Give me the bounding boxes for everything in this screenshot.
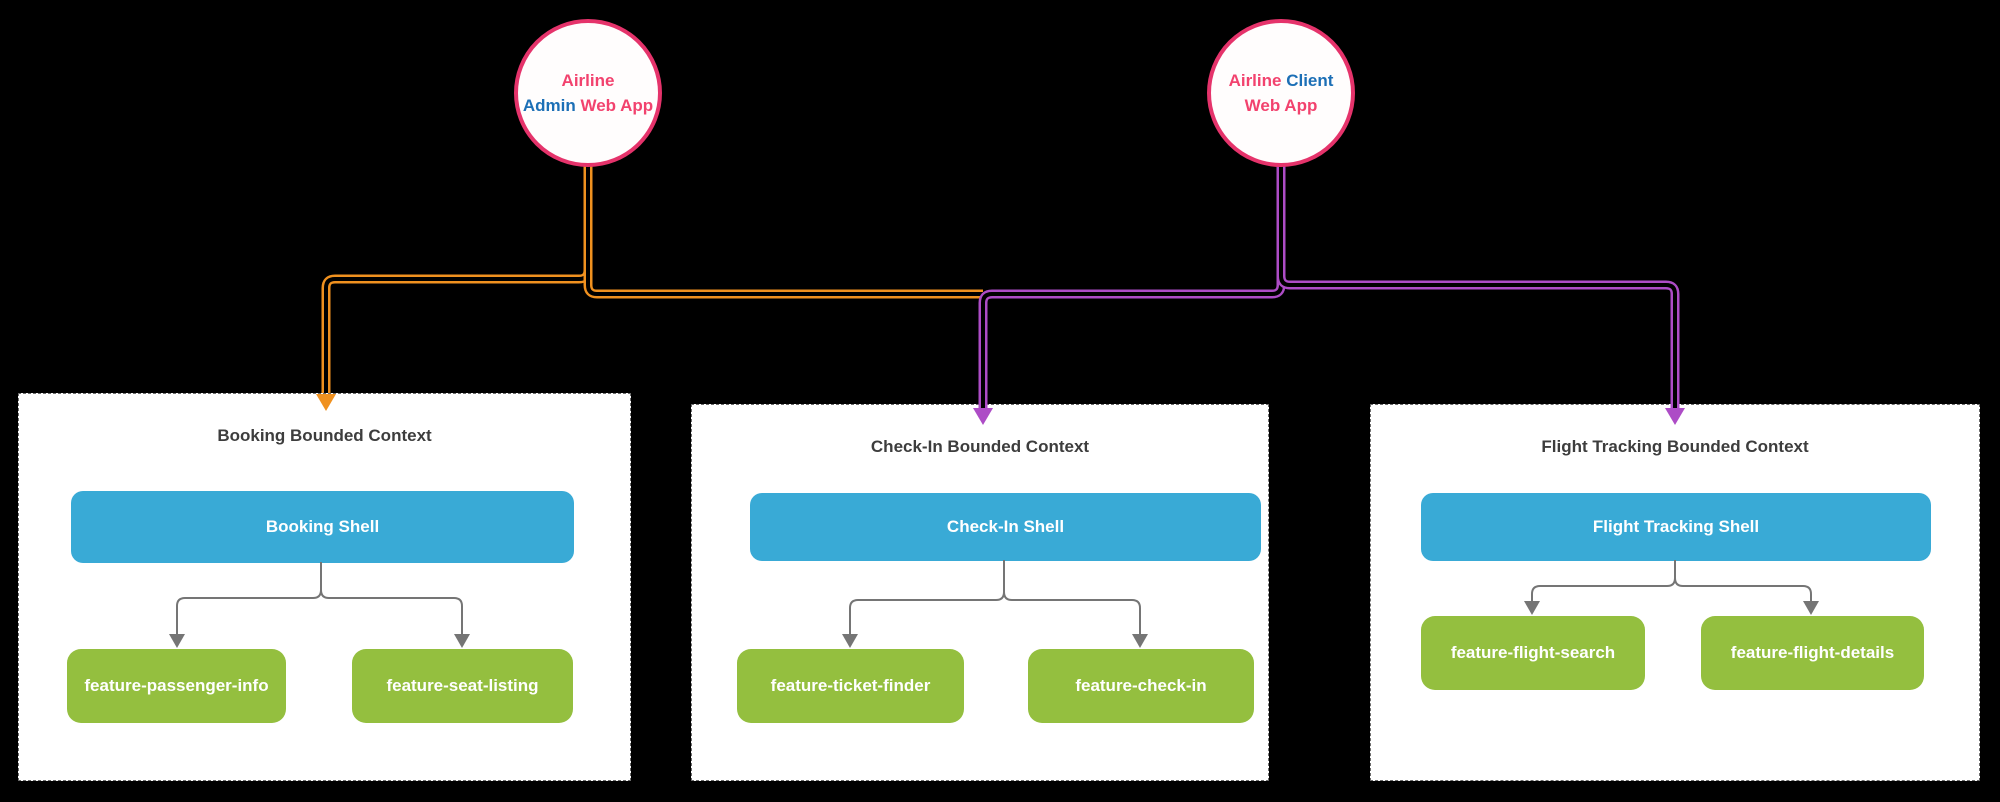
feature-node-passenger-info: feature-passenger-info [67, 649, 286, 723]
bounded-context-checkin: Check-In Bounded Context Check-In Shell … [691, 404, 1269, 781]
shell-node-flight-tracking: Flight Tracking Shell [1421, 493, 1931, 561]
context-title-checkin: Check-In Bounded Context [870, 437, 1090, 456]
airline-client-web-app-node: Airline Client Web App [1207, 19, 1355, 167]
feature-node-ticket-finder: feature-ticket-finder [737, 649, 964, 723]
edge-admin-to-checkin [583, 164, 983, 299]
shell-node-checkin: Check-In Shell [750, 493, 1261, 561]
admin-app-label-line1: Airline [561, 71, 615, 90]
client-app-label-line1: Airline Client [1228, 71, 1334, 90]
feature-node-check-in: feature-check-in [1028, 649, 1254, 723]
context-title-flight-tracking: Flight Tracking Bounded Context [1541, 437, 1809, 456]
client-app-label-line2: Web App [1244, 96, 1318, 115]
bounded-context-booking: Booking Bounded Context Booking Shell fe… [18, 393, 631, 781]
edge-client-to-flight [1276, 164, 1680, 408]
feature-node-flight-search: feature-flight-search [1421, 616, 1645, 690]
bounded-context-flight-tracking: Flight Tracking Bounded Context Flight T… [1370, 404, 1980, 781]
admin-app-label-line2: Admin Web App [522, 96, 654, 115]
feature-node-seat-listing: feature-seat-listing [352, 649, 573, 723]
shell-node-booking: Booking Shell [71, 491, 574, 563]
edge-client-to-checkin [978, 164, 1286, 408]
context-title-booking: Booking Bounded Context [217, 426, 432, 445]
edge-admin-to-booking [321, 164, 593, 393]
airline-admin-web-app-node: Airline Admin Web App [514, 19, 662, 167]
feature-node-flight-details: feature-flight-details [1701, 616, 1924, 690]
